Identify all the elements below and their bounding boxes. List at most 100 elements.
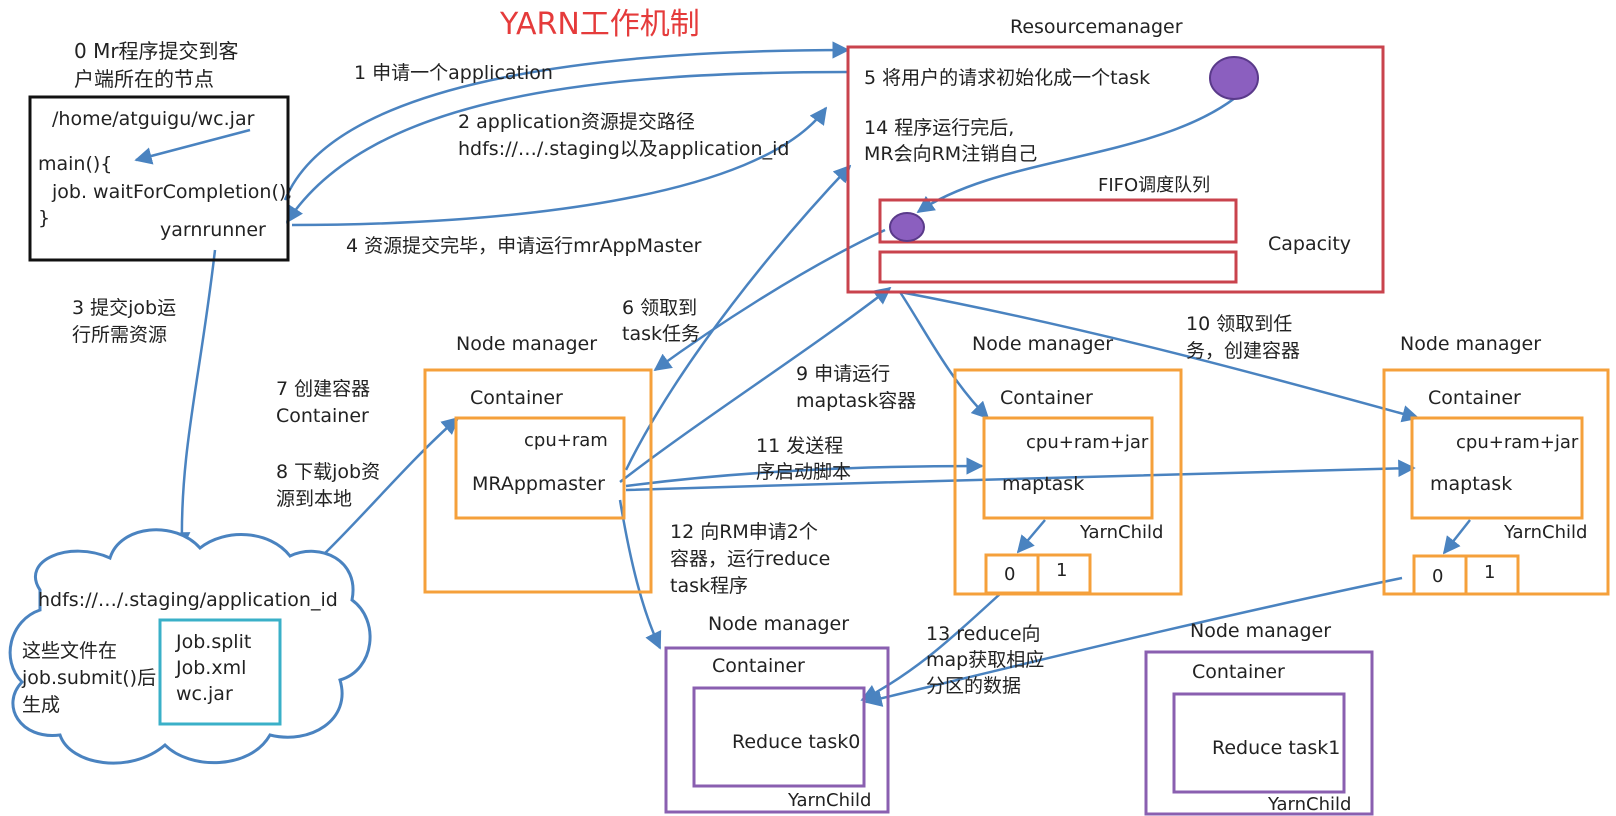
step2-label-line1: 2 application资源提交路径 [458,111,695,133]
rm-box [846,45,1385,294]
step1-label: 1 申请一个application [354,62,553,84]
nodemanager-reduce-1: Node manager Container Reduce task1 Yarn… [1144,620,1374,816]
step11-label-line2: 序启动脚本 [756,461,851,483]
hdfs-note-line1: 这些文件在 [22,640,117,662]
client-box [28,95,290,262]
client-jar-path: /home/atguigu/wc.jar [52,108,255,130]
nm-map2-child: YarnChild [1503,522,1587,543]
nm-map2-title: Node manager [1400,333,1541,355]
nm-reduce1-task: Reduce task1 [1212,737,1340,759]
arrow-step11-a [625,457,984,488]
client-caption-line2: 户端所在的节点 [74,67,214,91]
arrow-step9 [619,286,892,483]
resourcemanager: Resourcemanager 5 将用户的请求初始化成一个task 14 程序… [846,16,1385,294]
step6-label-line1: 6 领取到 [622,297,697,319]
arrow-step10-b [899,290,1420,423]
task-icon [1209,56,1259,100]
arrow-step2 [285,70,849,224]
nm-map2-task: maptask [1430,473,1512,495]
step-labels: 1 申请一个application 2 application资源提交路径 hd… [72,62,1300,697]
nm-map1-partition-1 [1036,553,1092,595]
rm-step5: 5 将用户的请求初始化成一个task [864,67,1150,89]
client-caption-line1: 0 Mr程序提交到客 [74,39,239,63]
nm-map1-partition-1-label: 1 [1056,560,1067,581]
nm-master-title: Node manager [456,333,597,355]
step13-label-line1: 13 reduce向 [926,623,1041,645]
step3-label-line2: 行所需资源 [72,324,167,346]
nm-reduce0-task: Reduce task0 [732,731,860,753]
nm-reduce1-container: Container [1192,661,1285,683]
nm-map2-partition-0-label: 0 [1432,566,1443,587]
nodemanager-appmaster: Node manager Container cpu+ram MRAppmast… [423,333,653,594]
nm-map1-inner-box [982,416,1154,520]
nodemanager-map-1: Node manager Container cpu+ram+jar mapta… [953,333,1183,596]
step8-label-line2: 源到本地 [276,488,352,510]
nm-map2-container: Container [1428,387,1521,409]
step10-label-line1: 10 领取到任 [1186,313,1292,335]
nm-map1-task: maptask [1002,473,1084,495]
hdfs-cloud: hdfs://…/.staging/application_id 这些文件在 j… [8,528,372,765]
nm-reduce0-title: Node manager [708,613,849,635]
arrow-step1 [283,41,850,201]
arrow-map2-partition [1442,519,1471,555]
arrow-step13-b [864,576,1403,707]
arrow-map1-partition [1016,519,1046,554]
step2-label-line2: hdfs://…/.staging以及application_id [458,138,789,160]
nm-reduce1-inner-box [1172,692,1346,794]
rm-queue-label: FIFO调度队列 [1098,175,1210,196]
nm-master-app: MRAppmaster [472,473,605,495]
arrow-step6 [653,228,886,372]
hdfs-file-2: Job.xml [175,657,246,679]
hdfs-file-1: Job.split [175,631,251,653]
arrow-step11-b [625,459,1416,492]
nm-master-box [423,368,653,594]
client-node: 0 Mr程序提交到客 户端所在的节点 /home/atguigu/wc.jar … [28,39,293,262]
nm-map2-partition-1 [1464,554,1520,596]
nm-map1-resources: cpu+ram+jar [1026,432,1149,453]
arrow-step8 [319,416,460,559]
rm-title: Resourcemanager [1010,16,1183,38]
nm-map1-child: YarnChild [1079,522,1163,543]
nm-map2-partition-1-label: 1 [1484,562,1495,583]
step12-label-line3: task程序 [670,575,748,597]
client-main-close: } [38,207,50,229]
nm-master-container: Container [470,387,563,409]
nm-master-inner-box [454,416,626,520]
step7-label-line1: 7 创建容器 [276,378,370,400]
nm-reduce1-title: Node manager [1190,620,1331,642]
step12-label-line1: 12 向RM申请2个 [670,521,818,543]
arrow-step3 [172,249,217,550]
step6-label-line2: task任务 [622,323,700,345]
nm-map2-inner-box [1410,416,1584,520]
nm-map1-partition-0-label: 0 [1004,564,1015,585]
step4-label: 4 资源提交完毕，申请运行mrAppMaster [346,235,702,257]
nm-master-resources: cpu+ram [524,430,608,451]
arrow-step4 [291,106,828,227]
step9-label-line2: maptask容器 [796,390,916,412]
hdfs-note-line3: 生成 [22,694,60,716]
step13-label-line3: 分区的数据 [926,675,1021,697]
step7-label-line2: Container [276,405,369,427]
nm-map1-title: Node manager [972,333,1113,355]
step9-label-line1: 9 申请运行 [796,363,890,385]
client-job-call: job. waitForCompletion(); [51,181,293,203]
client-runner: yarnrunner [160,219,266,241]
step3-label-line1: 3 提交job运 [72,297,176,319]
fifo-queue-bar-1 [878,198,1238,244]
nm-reduce0-inner-box [692,686,866,788]
nodemanager-reduce-0: Node manager Container Reduce task0 Yarn… [664,613,890,814]
hdfs-file-3: wc.jar [176,683,233,705]
arrow-task-to-queue [916,93,1241,214]
fifo-queue-bar-2 [878,250,1238,284]
queued-task-icon [889,212,925,242]
hdfs-note-line2: job.submit()后 [21,667,156,689]
step12-label-line2: 容器，运行reduce [670,548,830,570]
step8-label-line1: 8 下载job资 [276,461,380,483]
step10-label-line2: 务，创建容器 [1186,340,1300,362]
nm-map1-container: Container [1000,387,1093,409]
nm-reduce1-box [1144,650,1374,816]
nm-reduce0-child: YarnChild [787,790,871,811]
nodemanager-map-2: Node manager Container cpu+ram+jar mapta… [1382,333,1610,596]
hdfs-files-box [158,618,282,726]
